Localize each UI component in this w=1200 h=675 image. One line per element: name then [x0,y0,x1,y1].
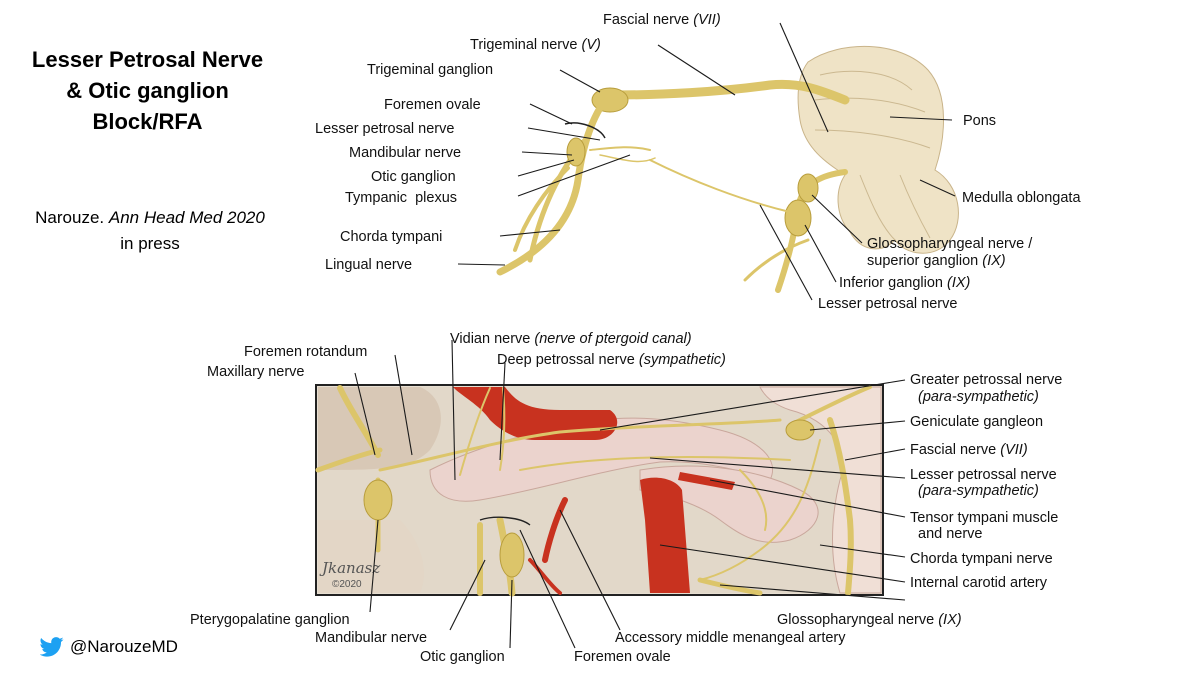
label-foremen-ovale-top: Foremen ovale [384,97,481,113]
label-deep-petrossal-nerve: Deep petrossal nerve (sympathetic) [497,352,726,368]
label-fascial-nerve-bottom: Fascial nerve (VII) [910,442,1028,458]
svg-text:Jkanasz: Jkanasz [319,559,380,577]
bottom-diagram: Jkanasz ©2020 Vidian nerve (nerve of pte… [190,331,1062,665]
top-leader-lines [457,22,956,301]
label-lesser-petrossal-nerve-sub: (para-sympathetic) [918,483,1039,499]
internal-carotid-artery-drawing [453,387,735,595]
citation: Narouze. Ann Head Med 2020 in press [0,205,300,257]
title-line-2: & Otic ganglion [66,78,229,103]
label-lesser-petrosal-nerve-top-2: Lesser petrosal nerve [818,296,957,312]
label-tensor-tympani: Tensor tympani muscle [910,510,1058,526]
label-geniculate-gangleon: Geniculate gangleon [910,414,1043,430]
label-tensor-tympani-sub: and nerve [918,526,983,542]
title-line-3: Block/RFA [92,109,203,134]
label-internal-carotid-artery: Internal carotid artery [910,575,1048,591]
citation-journal: Ann Head Med 2020 [108,208,265,227]
label-tympanic-plexus: Tympanic plexus [345,190,457,206]
label-glossopharyngeal-nerve-top: Glossopharyngeal nerve / [867,236,1033,252]
twitter-bird-icon [40,637,64,657]
svg-text:©2020: ©2020 [332,579,362,590]
citation-line-1: Narouze. Ann Head Med 2020 [0,205,300,231]
label-chorda-tympani-top: Chorda tympani [340,229,442,245]
label-lesser-petrosal-nerve-top: Lesser petrosal nerve [315,121,454,137]
twitter-handle-text: @NarouzeMD [70,637,178,656]
label-inferior-ganglion: Inferior ganglion (IX) [839,275,970,291]
citation-author: Narouze. [35,208,105,227]
label-glossopharyngeal-nerve-bottom: Glossopharyngeal nerve (IX) [777,612,962,628]
label-greater-petrossal-nerve-sub: (para-sympathetic) [918,389,1039,405]
label-mandibular-nerve-bottom: Mandibular nerve [315,630,427,646]
citation-status: in press [120,234,180,253]
label-pons: Pons [963,113,996,129]
label-accessory-middle-meningeal-artery: Accessory middle menangeal artery [615,630,846,646]
top-diagram: Fascial nerve (VII) Trigeminal nerve (V)… [315,12,1081,312]
artist-signature: Jkanasz ©2020 [319,559,380,590]
label-foremen-ovale-bottom: Foremen ovale [574,649,671,665]
label-pterygopalatine-ganglion: Pterygopalatine ganglion [190,612,350,628]
twitter-handle[interactable]: @NarouzeMD [40,637,178,657]
label-medulla-oblongata: Medulla oblongata [962,190,1081,206]
label-lesser-petrossal-nerve-bottom: Lesser petrossal nerve [910,467,1057,483]
bottom-leader-lines [354,339,906,649]
label-lingual-nerve: Lingual nerve [325,257,412,273]
label-trigeminal-nerve: Trigeminal nerve (V) [470,37,601,53]
bottom-nerves-drawing [315,385,872,597]
label-greater-petrossal-nerve: Greater petrossal nerve [910,372,1062,388]
label-superior-ganglion: superior ganglion (IX) [867,253,1006,269]
label-chorda-tympani-nerve: Chorda tympani nerve [910,551,1053,567]
slide-title: Lesser Petrosal Nerve & Otic ganglion Bl… [0,44,295,137]
trigeminal-nerve-drawing [496,79,850,276]
label-foremen-rotandum: Foremen rotandum [244,344,367,360]
label-otic-ganglion-top: Otic ganglion [371,169,456,185]
brainstem-illustration [797,46,959,254]
label-mandibular-nerve-top: Mandibular nerve [349,145,461,161]
title-line-1: Lesser Petrosal Nerve [31,47,264,72]
glossopharyngeal-nerve-drawing [649,159,848,293]
label-maxillary-nerve: Maxillary nerve [207,364,305,380]
label-otic-ganglion-bottom: Otic ganglion [420,649,505,665]
label-fascial-nerve-top: Fascial nerve (VII) [603,12,721,28]
label-trigeminal-ganglion: Trigeminal ganglion [367,62,493,78]
label-vidian-nerve: Vidian nerve (nerve of ptergoid canal) [450,331,692,347]
